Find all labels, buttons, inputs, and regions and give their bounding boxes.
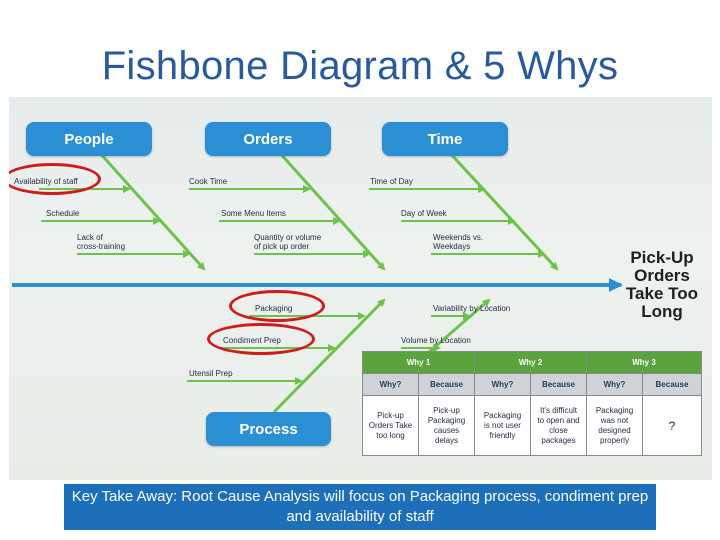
slide-title: Fishbone Diagram & 5 Whys	[101, 44, 619, 88]
cause-day-of-week: Day of Week	[401, 209, 447, 218]
cause-quantity-or-volume: Quantity or volume of pick up order	[254, 233, 322, 251]
because-cell: Pick-up Packaging causes delays	[418, 395, 475, 456]
effect-label: Pick-Up Orders Take Too Long	[625, 248, 699, 321]
cause-utensil-prep: Utensil Prep	[189, 369, 233, 378]
fishbone-diagram: People Orders Time Process Availability …	[9, 97, 712, 480]
five-whys-table: Why 1 Why 2 Why 3 Why? Because Why? Beca…	[362, 351, 702, 456]
why-cell: Packaging is not user friendly	[474, 395, 531, 456]
bone-people	[97, 150, 206, 271]
because-cell: It's difficult to open and close package…	[530, 395, 587, 456]
subheader-because: Because	[530, 373, 587, 396]
subheader-why: Why?	[474, 373, 531, 396]
cause-weekends-vs-weekdays: Weekends vs. Weekdays	[433, 233, 484, 251]
subheader-because: Because	[642, 373, 702, 396]
cause-schedule: Schedule	[46, 209, 80, 218]
why-subheader-row: Why? Because Why? Because Why? Because	[362, 373, 702, 396]
category-people: People	[26, 122, 152, 156]
bone-orders	[277, 150, 386, 271]
fishbone-bones	[12, 150, 623, 414]
bone-location	[428, 298, 491, 354]
highlight-packaging	[229, 290, 325, 322]
bone-time	[447, 150, 559, 271]
cause-volume-by-location: Volume by Location	[401, 336, 471, 345]
why-header-row: Why 1 Why 2 Why 3	[362, 351, 702, 374]
highlight-availability-of-staff	[9, 163, 101, 195]
why-answer-row: Pick-up Orders Take too long Pick-up Pac…	[362, 395, 702, 456]
cause-lack-of-cross-training: Lack of cross-training	[77, 233, 126, 251]
why-1-header: Why 1	[362, 351, 475, 374]
why-cell: Packaging was not designed properly	[586, 395, 643, 456]
subheader-why: Why?	[362, 373, 419, 396]
cause-some-menu-items: Some Menu Items	[221, 209, 286, 218]
cause-cook-time: Cook Time	[189, 177, 228, 186]
subheader-because: Because	[418, 373, 475, 396]
subheader-why: Why?	[586, 373, 643, 396]
why-2-header: Why 2	[474, 351, 587, 374]
why-cell: Pick-up Orders Take too long	[362, 395, 419, 456]
why-3-header: Why 3	[586, 351, 702, 374]
category-process: Process	[206, 412, 331, 446]
because-cell-unknown: ?	[642, 395, 702, 456]
cause-variability-by-location: Variability by Location	[433, 304, 511, 313]
category-orders: Orders	[205, 122, 331, 156]
key-takeaway-banner: Key Take Away: Root Cause Analysis will …	[64, 484, 656, 530]
cause-time-of-day: Time of Day	[370, 177, 413, 186]
highlight-condiment-prep	[207, 323, 315, 355]
category-time: Time	[382, 122, 508, 156]
